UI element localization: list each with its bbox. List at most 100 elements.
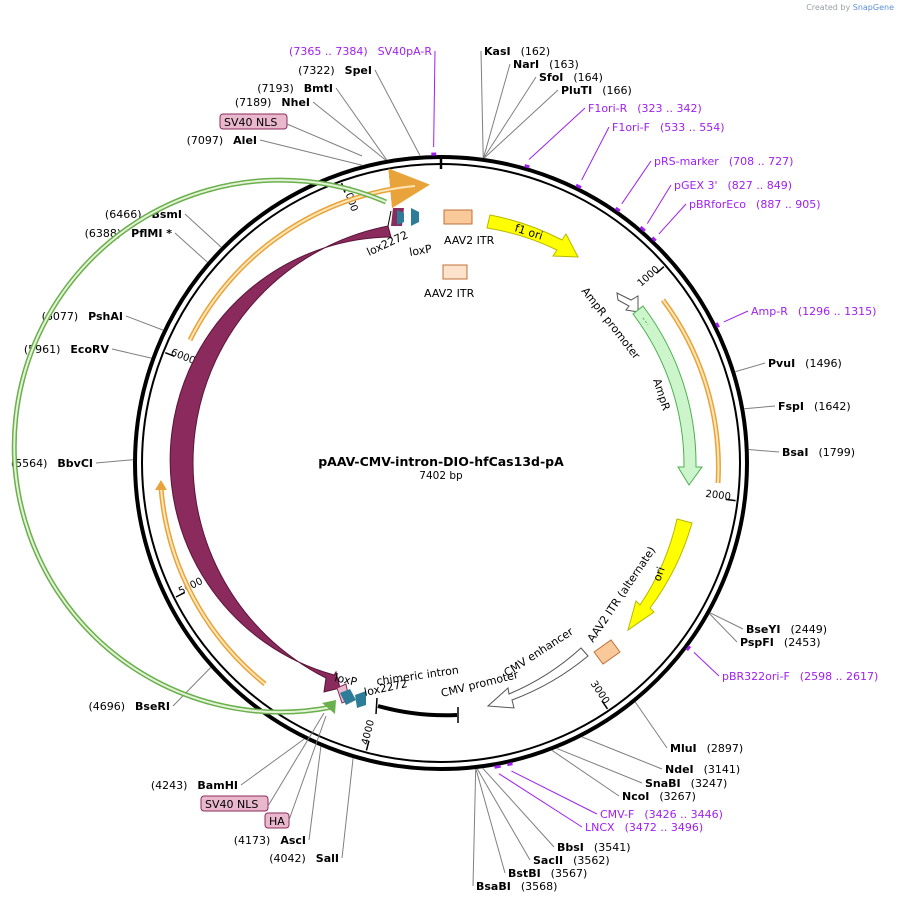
enzyme-leader (335, 87, 388, 161)
enzyme-name: SacII (533, 854, 563, 867)
primer-label[interactable]: pGEX 3'(827 .. 849) (674, 179, 792, 192)
enzyme-position: (3267) (659, 790, 696, 803)
orange-arc-left-inner (160, 487, 266, 685)
enzyme-label[interactable]: (7097)AleI (187, 134, 257, 147)
primer-mark (685, 645, 692, 652)
loxp-top-arrow (411, 208, 419, 226)
enzyme-position: (3562) (573, 854, 610, 867)
enzyme-label[interactable]: (7189)NheI (235, 96, 310, 109)
scale-tick-label: 2000 (705, 489, 732, 503)
enzyme-label[interactable]: SacII (3562) (533, 854, 610, 867)
orange-arc-ampr-inner (662, 299, 720, 484)
aav2-itr-feature-1[interactable]: AAV2 ITR (443, 209, 495, 247)
enzyme-leader (483, 89, 559, 159)
primer-range: (2598 .. 2617) (800, 670, 879, 683)
enzyme-name: KasI (484, 45, 511, 58)
scale-tick (365, 740, 370, 751)
primer-label[interactable]: (7365 .. 7384)SV40pA-R (289, 45, 432, 58)
ampr-promoter-feature[interactable]: AmpR promoter (579, 285, 643, 362)
enzyme-leader (748, 449, 780, 453)
primer-label[interactable]: pBR322ori-F(2598 .. 2617) (722, 670, 878, 683)
enzyme-label[interactable]: BseYI(2449) (746, 623, 827, 636)
enzyme-label[interactable]: (5564)BbvCI (11, 457, 93, 470)
enzyme-name: FspI (778, 400, 804, 413)
ampr-feature[interactable]: AmpR (632, 305, 703, 486)
primer-range: (533 .. 554) (660, 121, 725, 134)
primer-mark (494, 764, 501, 769)
enzyme-position: (1642) (814, 400, 851, 413)
enzyme-name: BbsI (557, 841, 584, 854)
enzyme-label[interactable]: FspI (1642) (778, 400, 851, 413)
enzyme-label[interactable]: (4243)BamHI (151, 779, 238, 792)
enzyme-label[interactable]: BbsI(3541) (557, 841, 630, 854)
primer-sites: (7365 .. 7384)SV40pA-R F1ori-R(323 .. 342… (289, 45, 878, 834)
scale-tick (725, 498, 736, 502)
cmv-enhancer-feature[interactable]: CMV enhancer CMV promoter (440, 625, 589, 709)
enzyme-label[interactable]: BsaBI(3568) (476, 880, 557, 893)
enzyme-label[interactable]: (6077)PshAI (42, 310, 123, 323)
enzyme-label[interactable]: (7193)BmtI (257, 82, 333, 95)
f1-ori-label: f1 ori (513, 221, 544, 242)
enzyme-name: PflMI * (131, 227, 172, 240)
enzyme-label[interactable]: PvuI(1496) (768, 357, 842, 370)
enzyme-position: (2897) (707, 742, 744, 755)
primer-leader (658, 203, 687, 235)
enzyme-name: BstBI (508, 867, 541, 880)
orange-arcs (155, 168, 721, 686)
enzyme-label[interactable]: PluTI(166) (561, 84, 632, 97)
enzyme-label[interactable]: (4173)AscI (234, 834, 306, 847)
primer-mark (575, 183, 582, 189)
aav2-itr-feature-2[interactable]: AAV2 ITR (424, 264, 475, 300)
primer-label[interactable]: F1ori-F(533 .. 554) (612, 121, 725, 134)
enzyme-label[interactable]: SfoI (164) (539, 71, 603, 84)
primer-label[interactable]: LNCX(3472 .. 3496) (585, 821, 703, 834)
primer-label[interactable]: Amp-R(1296 .. 1315) (751, 305, 876, 318)
enzyme-leader (172, 667, 212, 707)
primer-label[interactable]: pBRforEco(887 .. 905) (689, 198, 821, 211)
enzyme-position: (2453) (784, 636, 821, 649)
enzyme-position: (7193) (257, 82, 294, 95)
scale-tick-label: 4000 (360, 719, 377, 746)
primer-range: (3472 .. 3496) (625, 821, 704, 834)
primer-mark (715, 322, 720, 328)
enzyme-label[interactable]: SnaBI(3247) (645, 777, 727, 790)
enzyme-leader (472, 769, 477, 887)
lox-top-arrow-1 (397, 210, 404, 225)
enzyme-label[interactable]: PspFI (2453) (740, 636, 820, 649)
enzyme-label[interactable]: BstBI (3567) (508, 867, 587, 880)
enzyme-name: AscI (280, 834, 306, 847)
primer-label[interactable]: pRS-marker(708 .. 727) (654, 155, 793, 168)
enzyme-label[interactable]: NarI(163) (513, 58, 579, 71)
primer-range: (708 .. 727) (729, 155, 794, 168)
ha-label: HA (269, 815, 285, 828)
ori-label: ori (651, 565, 668, 583)
primer-range: (1296 .. 1315) (798, 305, 877, 318)
enzyme-label[interactable]: (7322)SpeI (298, 64, 372, 77)
enzyme-name: PspFI (740, 636, 774, 649)
primer-label[interactable]: CMV-F(3426 .. 3446) (600, 808, 723, 821)
primer-name: SV40pA-R (378, 45, 433, 58)
primer-name: CMV-F (600, 808, 634, 821)
enzyme-position: (164) (573, 71, 603, 84)
enzyme-label[interactable]: MluI(2897) (670, 742, 743, 755)
enzyme-label[interactable]: KasI(162) (484, 45, 550, 58)
f1-ori-feature[interactable]: f1 ori (486, 214, 579, 258)
enzyme-label[interactable]: (4042)SalI (269, 852, 339, 865)
aav2-itr-label-1: AAV2 ITR (444, 234, 495, 247)
enzyme-label[interactable]: BsaI(1799) (782, 446, 855, 459)
green-arc (11, 177, 387, 715)
credit-prefix: Created by (806, 3, 851, 12)
enzyme-name: SfoI (539, 71, 563, 84)
primer-range: (323 .. 342) (637, 102, 702, 115)
map-length: 7402 bp (419, 470, 463, 482)
ori-feature[interactable]: ori (627, 518, 693, 632)
enzyme-position: (3567) (551, 867, 588, 880)
enzyme-leader (174, 232, 208, 263)
enzyme-label[interactable]: NdeI(3141) (665, 763, 740, 776)
enzyme-label[interactable]: NcoI(3267) (622, 790, 696, 803)
primer-leader (693, 652, 720, 677)
primer-label[interactable]: F1ori-R(323 .. 342) (588, 102, 702, 115)
feature-box-sv40-nls-bottom: SV40 NLS (200, 795, 269, 812)
enzyme-label[interactable]: (4696)BseRI (88, 700, 170, 713)
enzyme-leader (95, 459, 134, 464)
